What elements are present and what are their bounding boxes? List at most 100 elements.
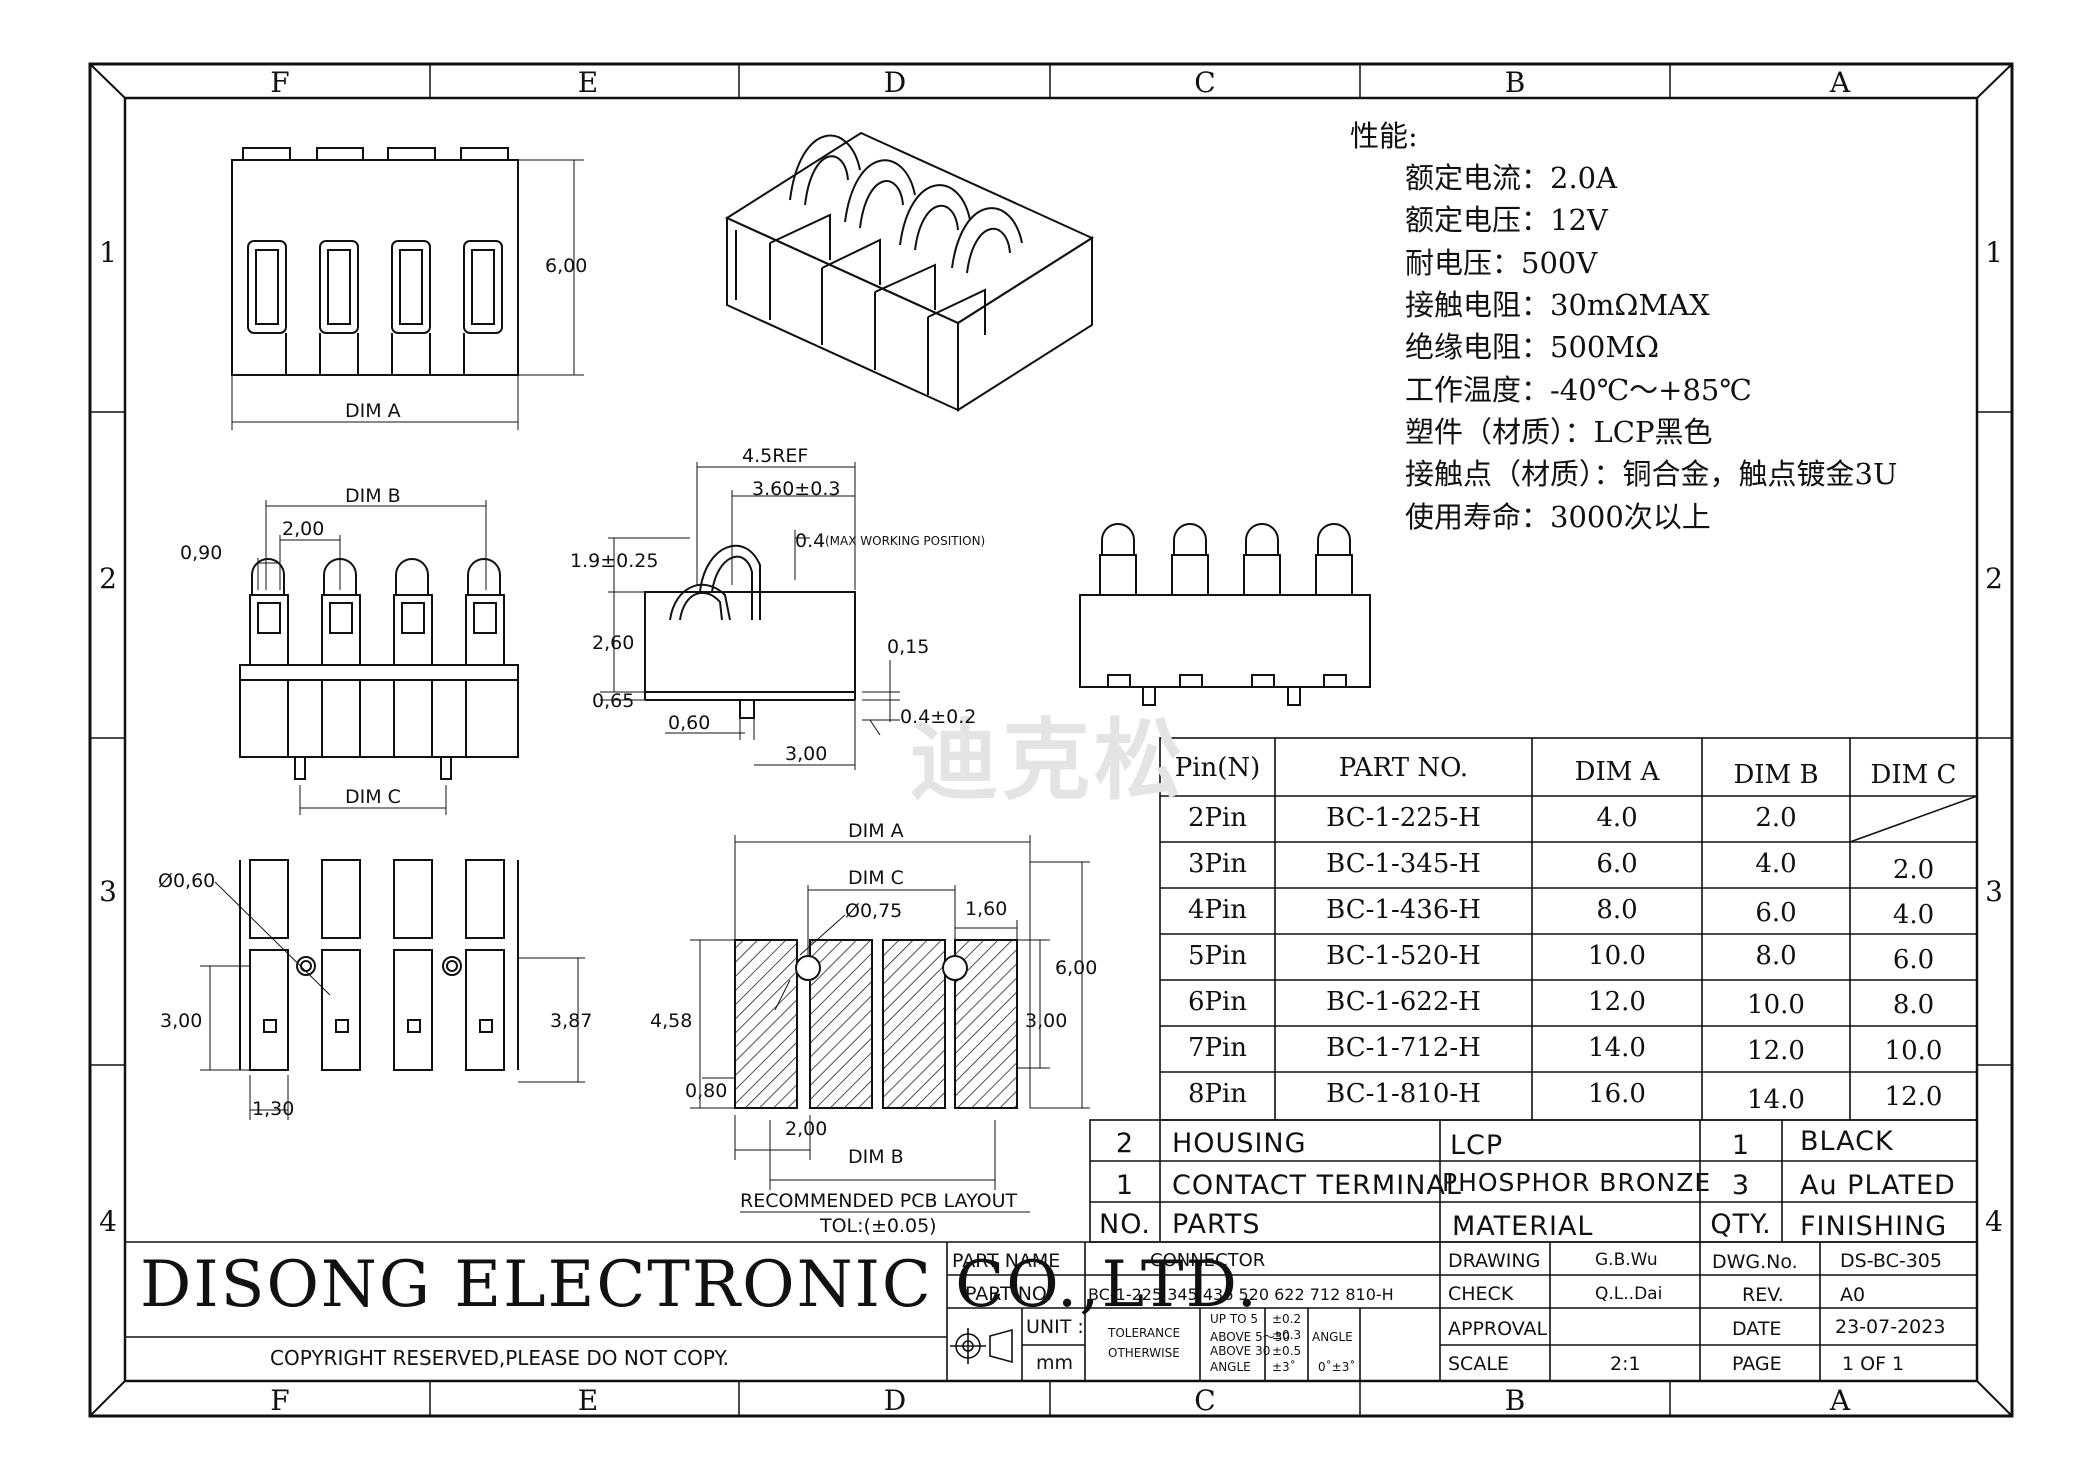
dim-top-width: DIM A [345, 400, 401, 422]
angle-label: ANGLE [1312, 1330, 1353, 1344]
zone-col-e-bottom: E [577, 1384, 599, 1417]
table-cell: BC-1-225-H [1326, 803, 1481, 833]
top-view [231, 147, 584, 430]
tol-value: ±0.2 [1272, 1312, 1302, 1326]
dwg-no-label: DWG.No. [1712, 1251, 1798, 1273]
part-no-label: PART NO. [965, 1283, 1053, 1305]
table-cell: BC-1-436-H [1326, 895, 1481, 925]
dim-side-work: 0.4 [795, 530, 826, 552]
page-label: PAGE [1732, 1353, 1782, 1375]
bom-material: PHOSPHOR BRONZE [1442, 1168, 1712, 1197]
table-cell: BC-1-810-H [1326, 1079, 1481, 1109]
scale-value: 2:1 [1610, 1353, 1641, 1375]
part-name-value: CONNECTOR [1150, 1250, 1266, 1271]
table-header-dima: DIM A [1574, 757, 1660, 787]
company-name: DISONG ELECTRONIC CO.,LTD. [140, 1248, 1259, 1322]
dim-pcb-h2: 3,00 [1025, 1010, 1068, 1032]
dim-side-bottom: 0,65 [592, 690, 635, 712]
table-cell: BC-1-712-H [1326, 1033, 1481, 1063]
unit-value: mm [1036, 1352, 1074, 1374]
drawing-label: DRAWING [1448, 1250, 1541, 1272]
bom-header-qty: QTY. [1710, 1209, 1772, 1240]
outer-frame [88, 62, 2014, 1418]
zone-col-a-bottom: A [1829, 1384, 1851, 1417]
bom-header-parts: PARTS [1172, 1209, 1261, 1240]
zone-row-4-right: 4 [1985, 1205, 2003, 1238]
table-cell: 2.0 [1755, 803, 1797, 833]
dim-pcb-hole: Ø0,75 [845, 900, 903, 922]
table-cell: 8.0 [1892, 990, 1935, 1020]
table-cell: 8.0 [1596, 895, 1638, 925]
check-label: CHECK [1448, 1283, 1514, 1305]
dim-front-dimc: DIM C [345, 786, 401, 808]
dim-pcb-dimc: DIM C [848, 867, 904, 889]
table-header-partno: PART NO. [1338, 753, 1469, 783]
zone-row-1-right: 1 [1985, 236, 2003, 269]
tol-range: UP TO 5 [1210, 1312, 1259, 1326]
zone-row-2-left: 2 [99, 562, 117, 595]
tol-range: ABOVE 30 [1210, 1344, 1271, 1358]
table-cell: 2.0 [1892, 855, 1935, 885]
table-cell: 14.0 [1747, 1085, 1805, 1115]
dim-side-body: 2,60 [592, 632, 635, 654]
tol-range: ABOVE 5～30 [1210, 1330, 1290, 1344]
spec-line: 额定电压：12V [1405, 203, 1608, 237]
zone-col-e-top: E [577, 66, 599, 99]
spec-line: 工作温度：-40℃～+85℃ [1405, 373, 1752, 407]
spec-line: 耐电压：500V [1405, 246, 1598, 280]
spec-line: 额定电流：2.0A [1405, 161, 1618, 195]
bom-finish: Au PLATED [1800, 1170, 1956, 1201]
date-value: 23-07-2023 [1835, 1316, 1946, 1338]
zone-col-d-top: D [883, 66, 907, 99]
table-cell: 7Pin [1187, 1033, 1248, 1063]
table-cell: BC-1-622-H [1326, 987, 1481, 1017]
zone-col-a-top: A [1829, 66, 1851, 99]
dim-front-pitch: 2,00 [282, 518, 325, 540]
dim-bottom-h: 3,00 [160, 1010, 203, 1032]
bom-finish: BLACK [1800, 1126, 1894, 1157]
side-view [600, 462, 900, 770]
pcb-layout-title: RECOMMENDED PCB LAYOUT [740, 1190, 1018, 1212]
zone-row-4-left: 4 [99, 1205, 117, 1238]
spec-line: 接触电阻：30mΩMAX [1405, 288, 1710, 322]
isometric-view [724, 131, 1095, 412]
tol-value: ±0.3 [1272, 1328, 1302, 1342]
table-cell: 12.0 [1884, 1082, 1943, 1112]
dim-side-gap: 0,15 [887, 636, 930, 658]
table-cell: 4.0 [1892, 900, 1935, 930]
zone-col-b-bottom: B [1504, 1384, 1526, 1417]
zone-col-c-top: C [1194, 66, 1216, 99]
dim-pcb-padw: 1,60 [965, 898, 1008, 920]
table-cell: 8Pin [1187, 1079, 1248, 1109]
table-cell: 10.0 [1588, 941, 1646, 971]
table-header-pin: Pin(N) [1174, 753, 1261, 783]
dim-top-height: 6,00 [545, 255, 588, 277]
watermark: 迪克松 [910, 709, 1187, 812]
dim-bottom-hole: Ø0,60 [158, 870, 216, 892]
table-cell: 10.0 [1747, 990, 1805, 1020]
bom-header-no: NO. [1099, 1209, 1151, 1240]
zone-col-f-top: F [270, 66, 290, 99]
unit-label: UNIT : [1026, 1316, 1084, 1338]
rear-view [1079, 523, 1371, 706]
dim-side-height: 1.9±0.25 [570, 550, 659, 572]
front-view [239, 500, 519, 815]
table-cell: 6.0 [1596, 849, 1638, 879]
zone-col-c-bottom: C [1194, 1384, 1216, 1417]
table-cell: 12.0 [1588, 987, 1646, 1017]
drawing-value: G.B.Wu [1595, 1250, 1658, 1270]
dim-pcb-padh: 4,58 [650, 1010, 693, 1032]
pcb-layout-tolerance: TOL:(±0.05) [820, 1215, 937, 1237]
spec-line: 塑件（材质）：LCP黑色 [1405, 415, 1713, 449]
title-block-grid [125, 1241, 1977, 1381]
table-cell: BC-1-345-H [1326, 849, 1481, 879]
rev-label: REV. [1742, 1284, 1784, 1306]
dim-side-pegpos: 3,00 [785, 743, 828, 765]
dim-pcb-dima: DIM A [848, 820, 904, 842]
rev-value: A0 [1840, 1284, 1866, 1306]
dim-pcb-gap: 0,80 [685, 1080, 728, 1102]
table-cell: BC-1-520-H [1326, 941, 1481, 971]
table-cell: 6.0 [1755, 898, 1797, 928]
table-cell: 12.0 [1747, 1036, 1805, 1066]
